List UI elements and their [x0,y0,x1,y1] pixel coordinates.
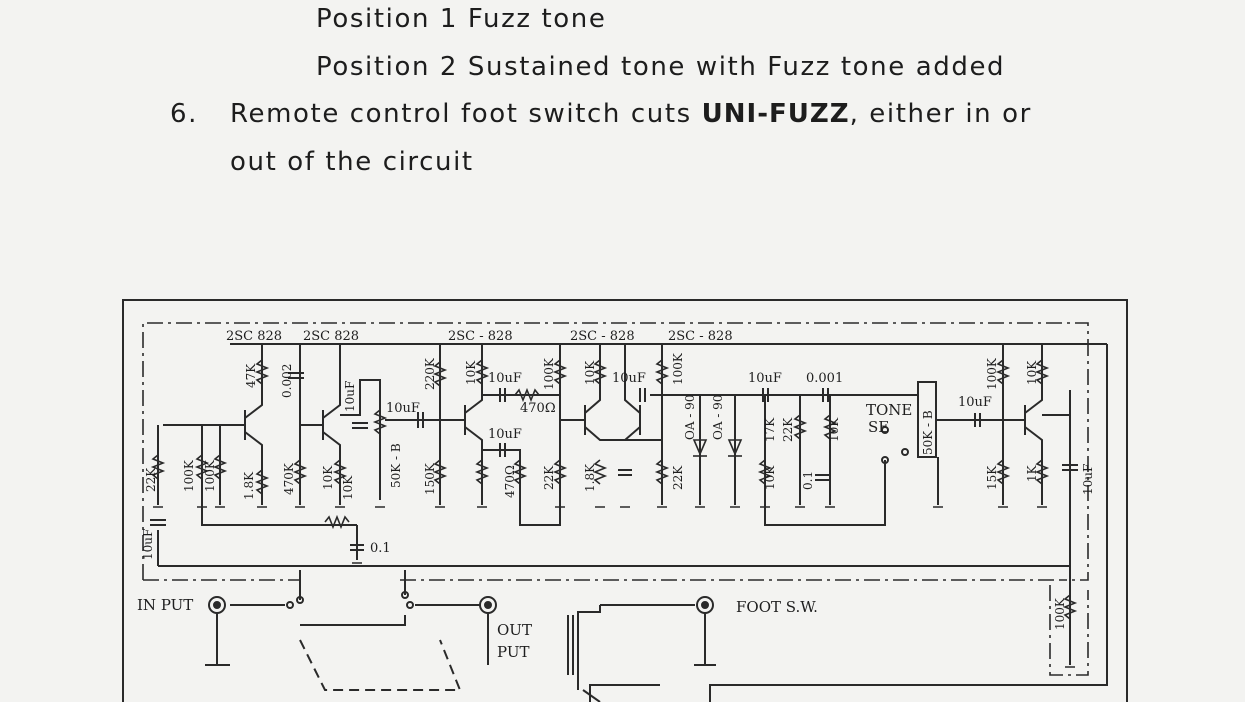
schematic-labels: 2SC 828 2SC 828 2SC - 828 2SC - 828 2SC … [137,329,1095,661]
resistor-label: 220K [423,357,437,390]
resistor-label: 47K [244,363,258,388]
cap-label: 0.002 [280,364,294,398]
schematic-frame [122,299,1128,702]
output-label-b: PUT [497,643,529,661]
resistor-label: 22K [542,465,556,490]
resistor-label: 100K [542,357,556,390]
resistor-label: 1.8K [242,471,256,500]
capacitors [150,372,1078,551]
diodes [692,439,743,457]
cap-label: 10uF [1081,464,1095,495]
resistor-label: 10K [321,465,335,490]
resistor-label: 100K [203,459,217,492]
resistor-label: 1K [1025,464,1039,482]
brand-name: UNI-FUZZ [701,99,850,129]
grounds [153,506,1075,668]
item-6-text-a: Remote control foot switch cuts [230,99,702,129]
cap-label: 10uF [748,371,782,386]
item-6-line: Remote control foot switch cuts UNI-FUZZ… [230,99,1032,129]
cap-label: 10uF [141,529,155,560]
cap-label: 10uF [488,427,522,442]
resistor-label: 10K [464,360,478,385]
resistor-label: 10K [1025,360,1039,385]
tone-label-a: TONE [866,401,912,419]
rail-return [709,344,1108,702]
resistor-label: 10K [341,475,355,500]
pot-label: 50K - B [921,410,935,455]
resistor-label: 10K [583,360,597,385]
resistor-label: 100K [985,357,999,390]
resistor-label: 1.8K [583,463,597,492]
position-2-line: Position 2 Sustained tone with Fuzz tone… [316,52,1006,82]
transistor-label: 2SC - 828 [570,329,635,344]
cap-label: 10uF [612,371,646,386]
resistor-label: 17K [763,417,777,442]
pot-label: 50K - B [389,443,403,488]
cap-label: 10uF [386,401,420,416]
resistor-label: 150K [423,462,437,495]
resistor-label: 15K [985,465,999,490]
resistor-label: 100K [671,352,685,385]
position-1-line: Position 1 Fuzz tone [316,4,607,34]
item-6-text-b: , either in or [849,99,1032,129]
item-6-line-2: out of the circuit [230,147,474,177]
resistor-label: 470K [282,462,296,495]
resistor-label: 22K [144,467,158,492]
cap-label: 0.1 [801,471,815,490]
tone-label-b: SE [868,418,889,436]
cap-label: 10uF [488,371,522,386]
jacks [208,426,909,614]
cap-label: 10uF [958,395,992,410]
item-6-number: 6. [170,99,199,129]
cap-label: 10uF [343,381,357,412]
resistor-label: 22K [781,417,795,442]
cap-label: 0.1 [370,541,391,556]
diode-label: OA - 90 [683,395,697,440]
resistor-label: 100K [182,459,196,492]
input-label: IN PUT [137,596,193,614]
resistor-label: 100K [1053,597,1067,630]
foot-switch-label: FOOT S.W. [736,598,818,616]
transistor-label: 2SC 828 [303,329,359,344]
transistor-label: 2SC 828 [226,329,282,344]
resistors [150,359,1078,620]
resistor-label: 470Ω [503,465,517,498]
resistor-label: 10K [827,417,841,442]
transistor-label: 2SC - 828 [448,329,513,344]
output-label-a: OUT [497,621,532,639]
foot-switch-transformer [567,615,574,675]
cap-label: 0.001 [806,371,843,386]
shield-lines [142,322,1089,676]
resistor-label: 10K [763,465,777,490]
resistor-label: 470Ω [520,401,556,416]
transistor-label: 2SC - 828 [668,329,733,344]
resistor-label: 22K [671,465,685,490]
diode-label: OA - 90 [711,395,725,440]
